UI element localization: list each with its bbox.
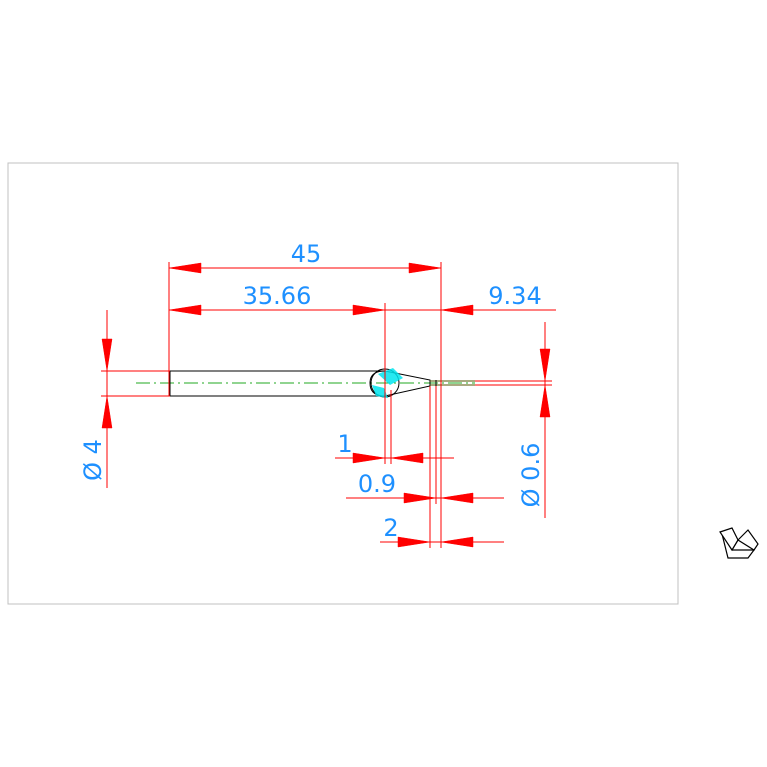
arrow-dia06-bottom — [539, 384, 551, 418]
grip-arc-bottom — [372, 385, 388, 398]
dimension-lines[interactable] — [101, 262, 556, 548]
dimension-labels[interactable]: 45 35.66 9.34 1 0.9 2 Ø 4 Ø 0.6 — [79, 240, 545, 542]
dim-text-dia4[interactable]: Ø 4 — [79, 439, 107, 481]
arrow-2-right — [440, 536, 474, 548]
arrow-dia4-bottom — [101, 395, 113, 429]
dim-text-1[interactable]: 1 — [337, 430, 352, 458]
arrow-45-right — [408, 262, 442, 274]
arrow-35-left — [168, 304, 202, 316]
arrow-934-left — [440, 304, 474, 316]
dim-text-2[interactable]: 2 — [383, 514, 398, 542]
dim-text-35-66[interactable]: 35.66 — [243, 282, 312, 310]
arrow-2-left — [397, 536, 431, 548]
arrow-09-right — [440, 492, 474, 504]
arrow-dia06-top — [539, 348, 551, 382]
arrow-1-left — [352, 452, 386, 464]
arrow-dia4-top — [101, 338, 113, 372]
dim-text-9-34[interactable]: 9.34 — [488, 282, 541, 310]
dim-text-45[interactable]: 45 — [291, 240, 322, 268]
ucs-paperspace-icon[interactable] — [719, 527, 759, 559]
arrow-09-left — [403, 492, 437, 504]
dim-text-0-9[interactable]: 0.9 — [358, 470, 396, 498]
arrow-1-right — [390, 452, 424, 464]
grip-arc-top — [378, 368, 403, 385]
taper-cone[interactable] — [384, 370, 431, 397]
viewport-frame[interactable] — [7, 162, 679, 605]
arrow-35-right — [352, 304, 386, 316]
selection-grips[interactable] — [372, 368, 403, 398]
arrow-45-left — [168, 262, 202, 274]
dim-text-dia06[interactable]: Ø 0.6 — [517, 443, 545, 508]
